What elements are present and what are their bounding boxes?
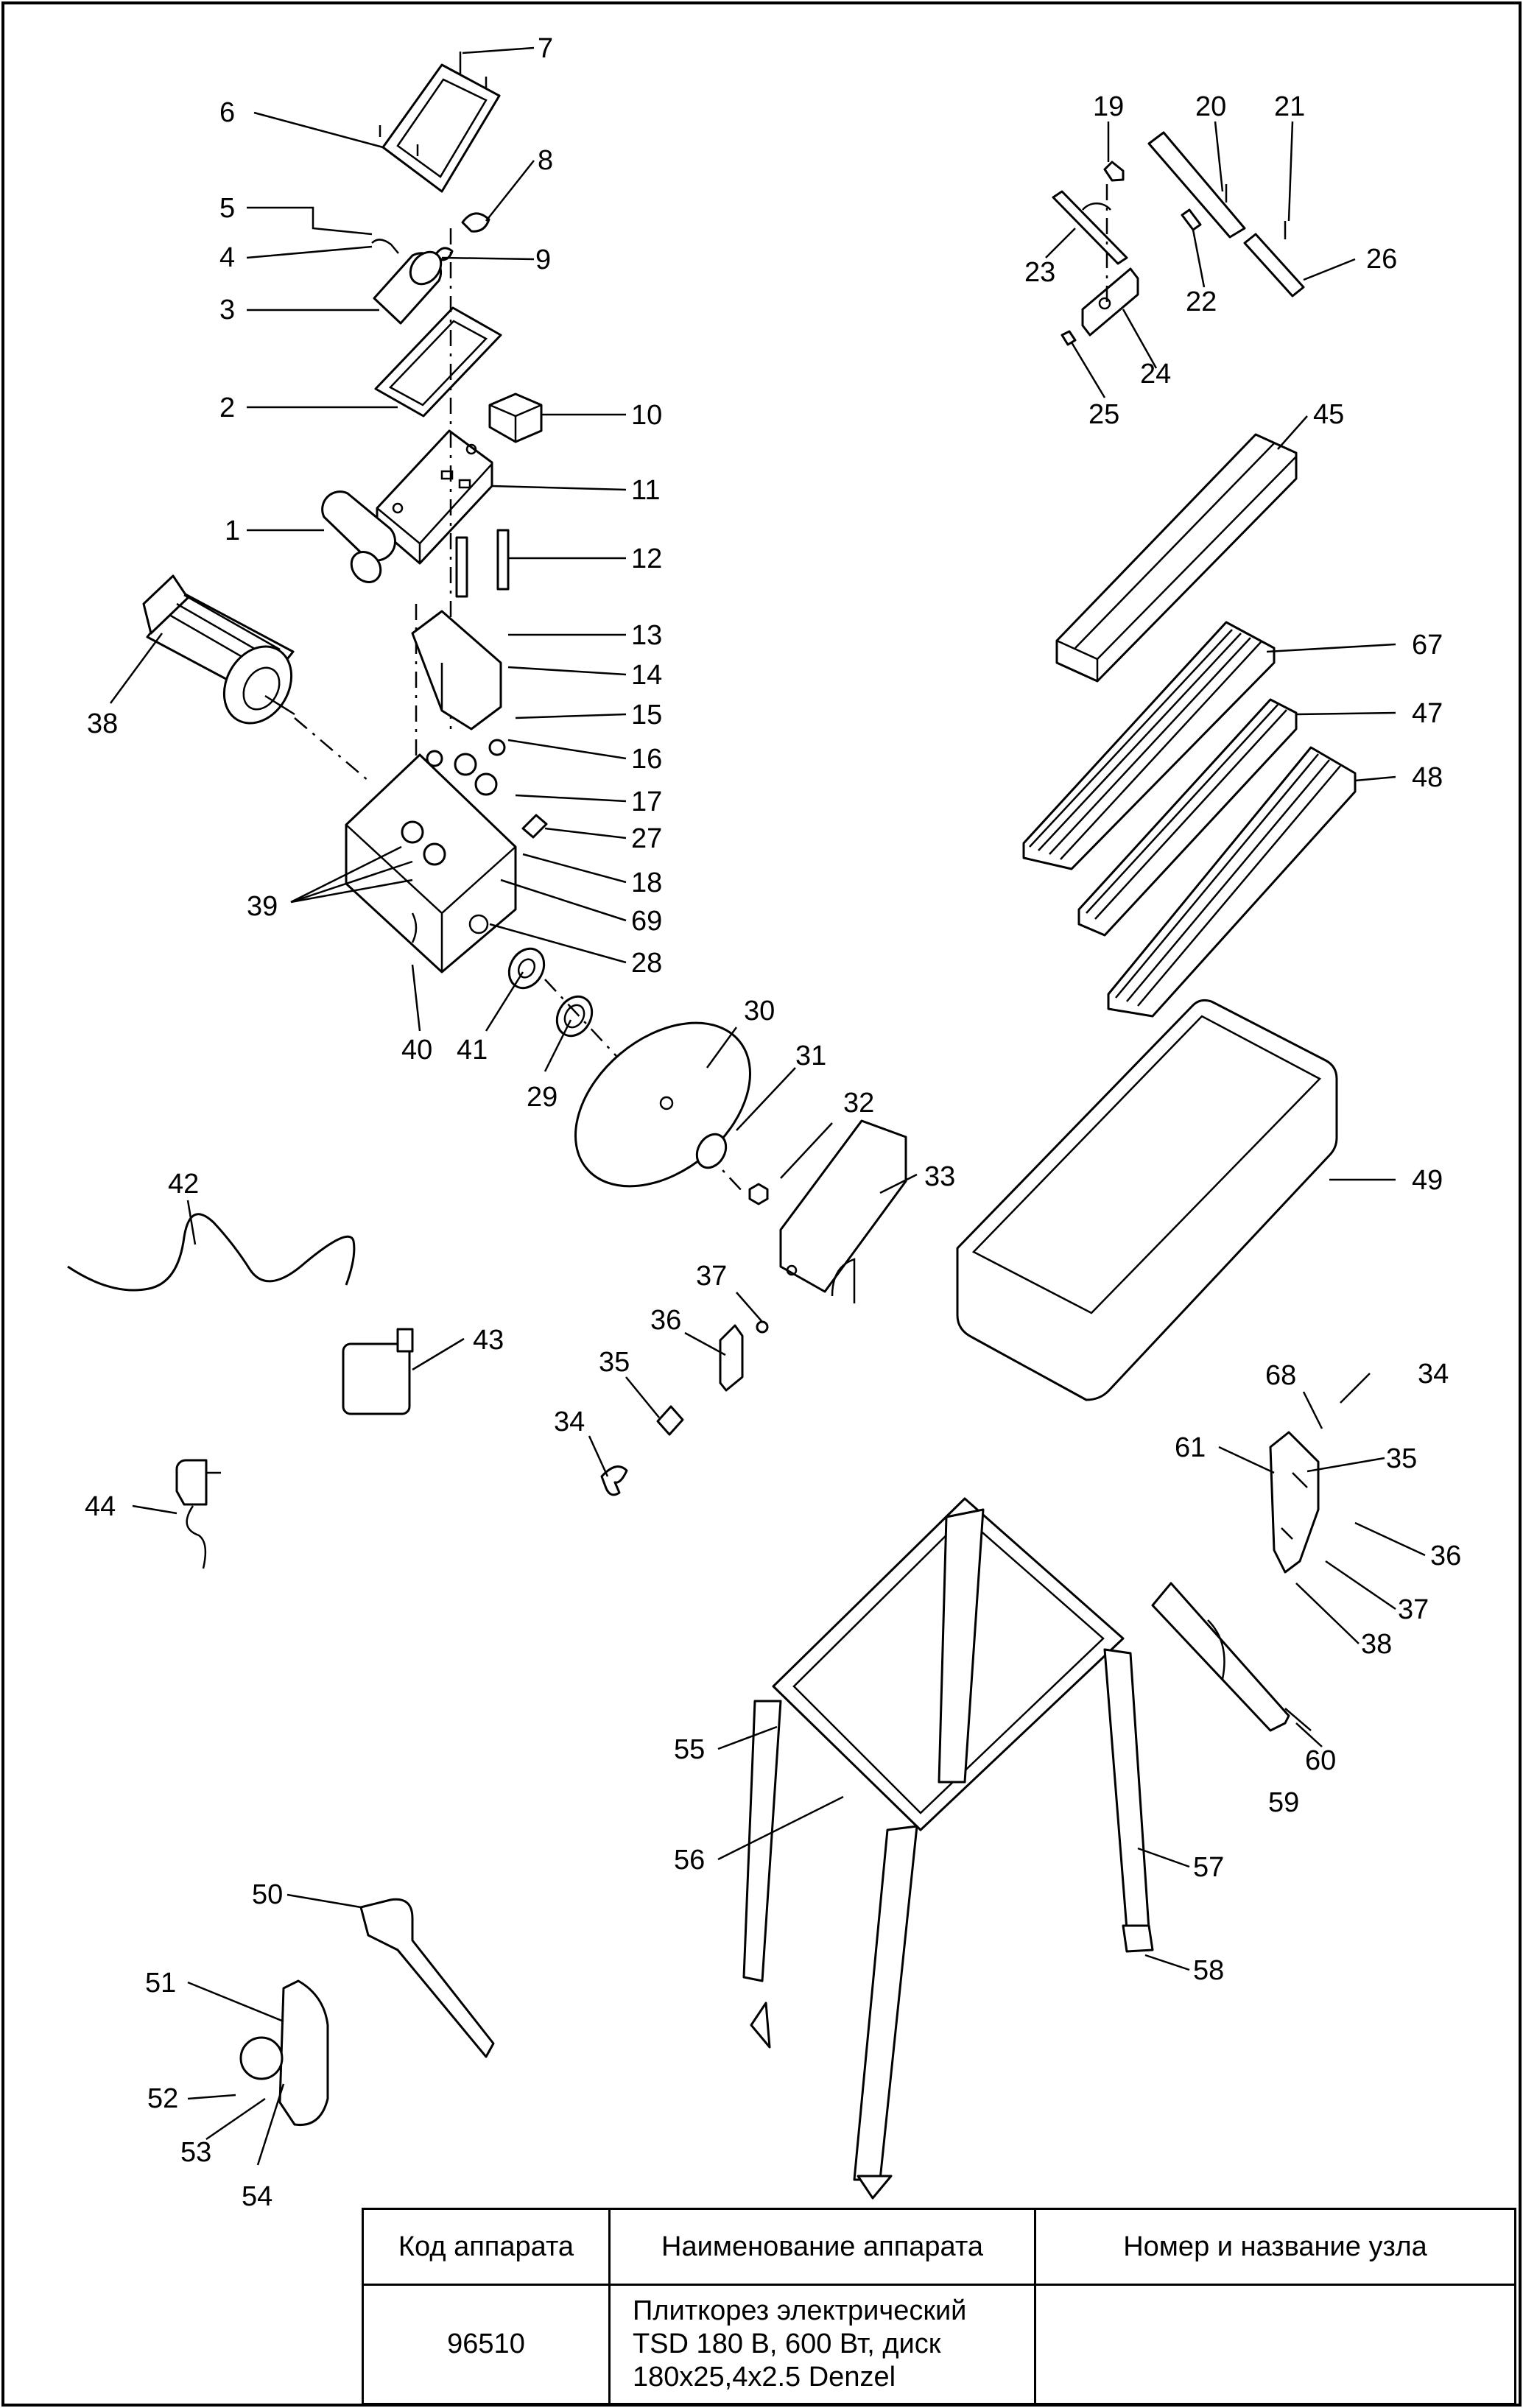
callout-9: 9 (535, 244, 551, 275)
callout-58: 58 (1193, 1955, 1224, 1986)
miter-guide-parts (1052, 131, 1305, 346)
cell-name-line-3: 180х25,4х2.5 Denzel (633, 2362, 896, 2393)
callout-8: 8 (538, 145, 553, 176)
table-rails (1022, 433, 1357, 1018)
callout-55: 55 (674, 1734, 705, 1765)
callout-20: 20 (1195, 91, 1226, 122)
callout-41: 41 (457, 1035, 488, 1066)
callout-43: 43 (473, 1325, 504, 1356)
callout-42: 42 (168, 1169, 199, 1200)
callout-25: 25 (1088, 399, 1119, 430)
callout-33: 33 (924, 1161, 955, 1192)
callout-36b: 36 (1430, 1541, 1461, 1571)
callout-44: 44 (85, 1491, 116, 1522)
callout-28: 28 (631, 948, 662, 979)
callout-36: 36 (650, 1305, 681, 1336)
callout-11: 11 (631, 475, 660, 506)
callout-10: 10 (631, 400, 662, 431)
callout-23: 23 (1024, 257, 1055, 288)
left-brackets (239, 1898, 495, 2127)
callout-37b: 37 (1398, 1594, 1429, 1625)
callout-15: 15 (631, 700, 662, 731)
water-tray (956, 999, 1338, 1401)
callout-50: 50 (252, 1879, 283, 1910)
callout-68: 68 (1265, 1360, 1296, 1391)
callout-31: 31 (795, 1041, 826, 1071)
callout-34b: 34 (1418, 1359, 1449, 1390)
callout-27: 27 (631, 823, 662, 854)
callout-21: 21 (1274, 91, 1305, 122)
leader-lines (109, 46, 1426, 2166)
callout-16: 16 (631, 744, 662, 775)
callout-2: 2 (219, 392, 235, 423)
cell-name: Плиткорез электрический TSD 180 В, 600 В… (608, 2284, 1036, 2405)
stand-frame (742, 1497, 1154, 2200)
motor-housing-assembly (142, 574, 907, 1303)
callout-53: 53 (180, 2137, 211, 2168)
callout-48: 48 (1412, 762, 1443, 793)
callout-3: 3 (219, 295, 235, 325)
callout-67: 67 (1412, 630, 1443, 661)
table-header-row: Код аппарата Наименование аппарата Номер… (362, 2208, 1516, 2286)
callout-52: 52 (147, 2083, 178, 2114)
callout-51: 51 (145, 1968, 176, 1999)
callout-60: 60 (1305, 1745, 1336, 1776)
callout-47: 47 (1412, 698, 1443, 729)
callout-37: 37 (696, 1261, 727, 1292)
info-table: Код аппарата Наименование аппарата Номер… (362, 2208, 1516, 2405)
cell-name-line-2: TSD 180 В, 600 Вт, диск (633, 2328, 941, 2359)
callout-59: 59 (1268, 1787, 1299, 1818)
callout-34: 34 (554, 1407, 585, 1437)
callout-57: 57 (1193, 1852, 1224, 1883)
callout-1: 1 (225, 515, 240, 546)
callout-24: 24 (1140, 359, 1171, 390)
callout-38b: 38 (1361, 1629, 1392, 1660)
callout-22: 22 (1186, 286, 1217, 317)
cell-node (1034, 2284, 1516, 2405)
callout-39: 39 (247, 891, 278, 922)
header-name: Наименование аппарата (608, 2208, 1036, 2286)
callout-29: 29 (527, 1082, 558, 1113)
callout-35b: 35 (1386, 1443, 1417, 1474)
callout-45: 45 (1313, 399, 1344, 430)
callout-56: 56 (674, 1845, 705, 1876)
callout-26: 26 (1366, 244, 1397, 275)
callout-17: 17 (631, 786, 662, 817)
callout-18: 18 (631, 867, 662, 898)
callout-7: 7 (538, 33, 553, 64)
callout-14: 14 (631, 660, 662, 691)
callout-49: 49 (1412, 1165, 1443, 1196)
callout-19: 19 (1093, 91, 1124, 122)
callout-5: 5 (219, 193, 235, 224)
header-node: Номер и название узла (1034, 2208, 1516, 2286)
callout-54: 54 (242, 2181, 272, 2212)
callout-12: 12 (631, 543, 662, 574)
callout-labels: 7 6 8 5 4 9 3 2 10 11 1 12 13 14 15 16 1… (85, 33, 1461, 2212)
callout-4: 4 (219, 242, 235, 273)
callout-38: 38 (87, 708, 118, 739)
cell-name-line-1: Плиткорез электрический (633, 2295, 967, 2326)
table-row: 96510 Плиткорез электрический TSD 180 В,… (362, 2284, 1516, 2405)
header-code: Код аппарата (362, 2208, 611, 2286)
callout-30: 30 (744, 996, 775, 1027)
callout-69: 69 (631, 906, 662, 937)
switch-box-assembly (321, 52, 543, 598)
callout-40: 40 (401, 1035, 432, 1066)
water-system-parts (67, 1213, 414, 1569)
right-brackets (1151, 1431, 1320, 1732)
callout-61: 61 (1175, 1432, 1206, 1463)
cell-code: 96510 (362, 2284, 611, 2405)
fence-lock-parts (600, 1320, 769, 1496)
callout-13: 13 (631, 620, 662, 651)
callout-6: 6 (219, 97, 235, 128)
callout-32: 32 (843, 1088, 874, 1119)
callout-35: 35 (599, 1347, 630, 1378)
